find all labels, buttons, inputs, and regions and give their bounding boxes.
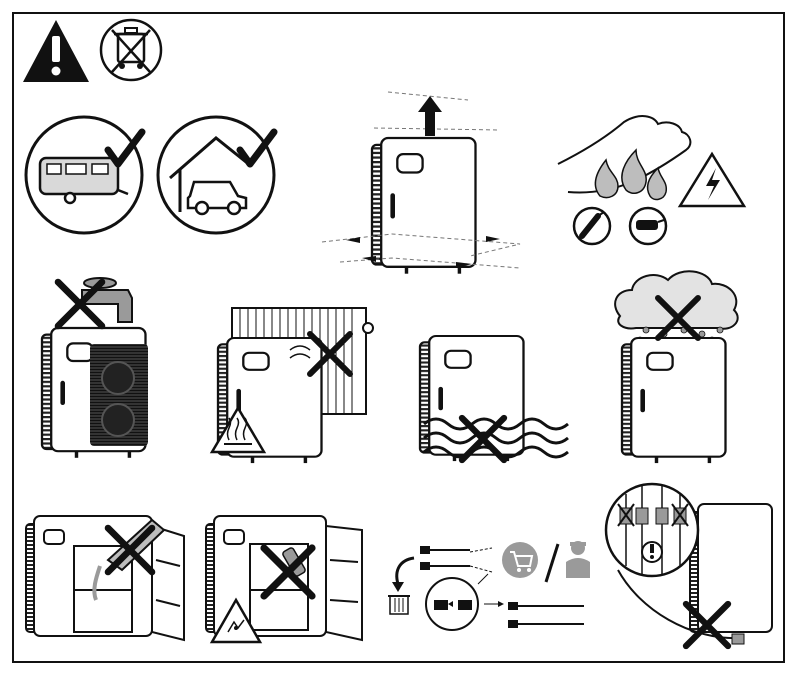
no-spray — [205, 515, 363, 644]
lift-upright — [321, 91, 521, 276]
no-water — [40, 277, 148, 460]
hand-flame-icon — [557, 115, 692, 201]
hot-surface-warning-icon — [209, 405, 267, 454]
electric-shock-warning-icon — [677, 151, 747, 208]
plug-variants-icon — [604, 482, 700, 578]
no-pull-cable — [604, 482, 773, 646]
cart-icon — [502, 542, 538, 578]
no-flood — [418, 334, 569, 461]
attention-icon — [641, 541, 663, 563]
flammable-warning-icon — [209, 597, 263, 644]
cable-replacement — [388, 541, 590, 631]
bin-icon — [388, 595, 410, 615]
crossed-out-bin-icon — [99, 18, 163, 82]
no-heat — [209, 307, 374, 465]
damaged-cable-icon — [628, 206, 668, 246]
garage-car-check-icon — [156, 115, 274, 235]
warning-triangle-icon — [23, 20, 89, 82]
no-pour — [25, 515, 185, 642]
no-rain — [614, 270, 739, 465]
up-arrow-icon — [418, 96, 442, 136]
damage-warning — [557, 115, 747, 246]
damaged-plug-icon — [572, 206, 612, 246]
rain-cloud-icon — [614, 270, 739, 346]
technician-icon — [566, 541, 590, 578]
caravan-check-icon — [24, 115, 142, 235]
magnifier-icon — [425, 573, 489, 631]
